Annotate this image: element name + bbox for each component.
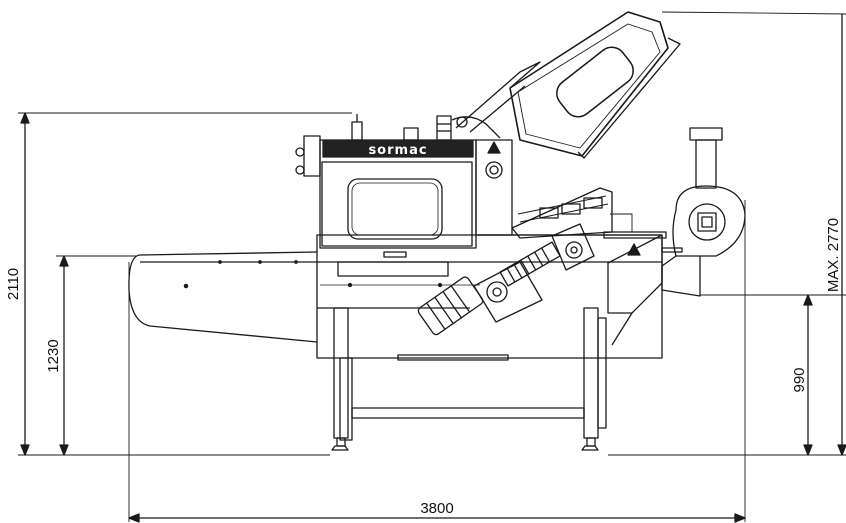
inspection-window: [347, 178, 443, 240]
raised-hood: [451, 11, 681, 159]
dimension-labels: 2110 1230 990 MAX. 2770 3800: [5, 218, 842, 517]
fan-icon: [688, 203, 726, 241]
dim-1230-label: 1230: [45, 339, 62, 372]
dimension-lines: [18, 11, 846, 523]
brand-logo-text: sormac: [368, 143, 427, 158]
machine-frame: [316, 234, 663, 451]
main-cabinet: [295, 114, 513, 288]
warning-triangle-icon: [487, 141, 501, 154]
hood-window: [556, 46, 634, 118]
dim-2770-label: MAX. 2770: [825, 218, 842, 292]
cutting-unit: [478, 187, 667, 239]
dim-990-label: 990: [791, 367, 808, 392]
dim-3800-label: 3800: [420, 500, 453, 517]
infeed-conveyor: [128, 251, 318, 343]
motor-icon: [417, 276, 484, 336]
warning-triangle-icon-2: [627, 243, 641, 256]
motor-assembly: [417, 223, 683, 336]
brand-plate: sormac: [322, 140, 474, 158]
dim-2110-label: 2110: [5, 268, 22, 300]
gauge-icon: [485, 161, 503, 179]
blower-unit: [661, 127, 746, 297]
